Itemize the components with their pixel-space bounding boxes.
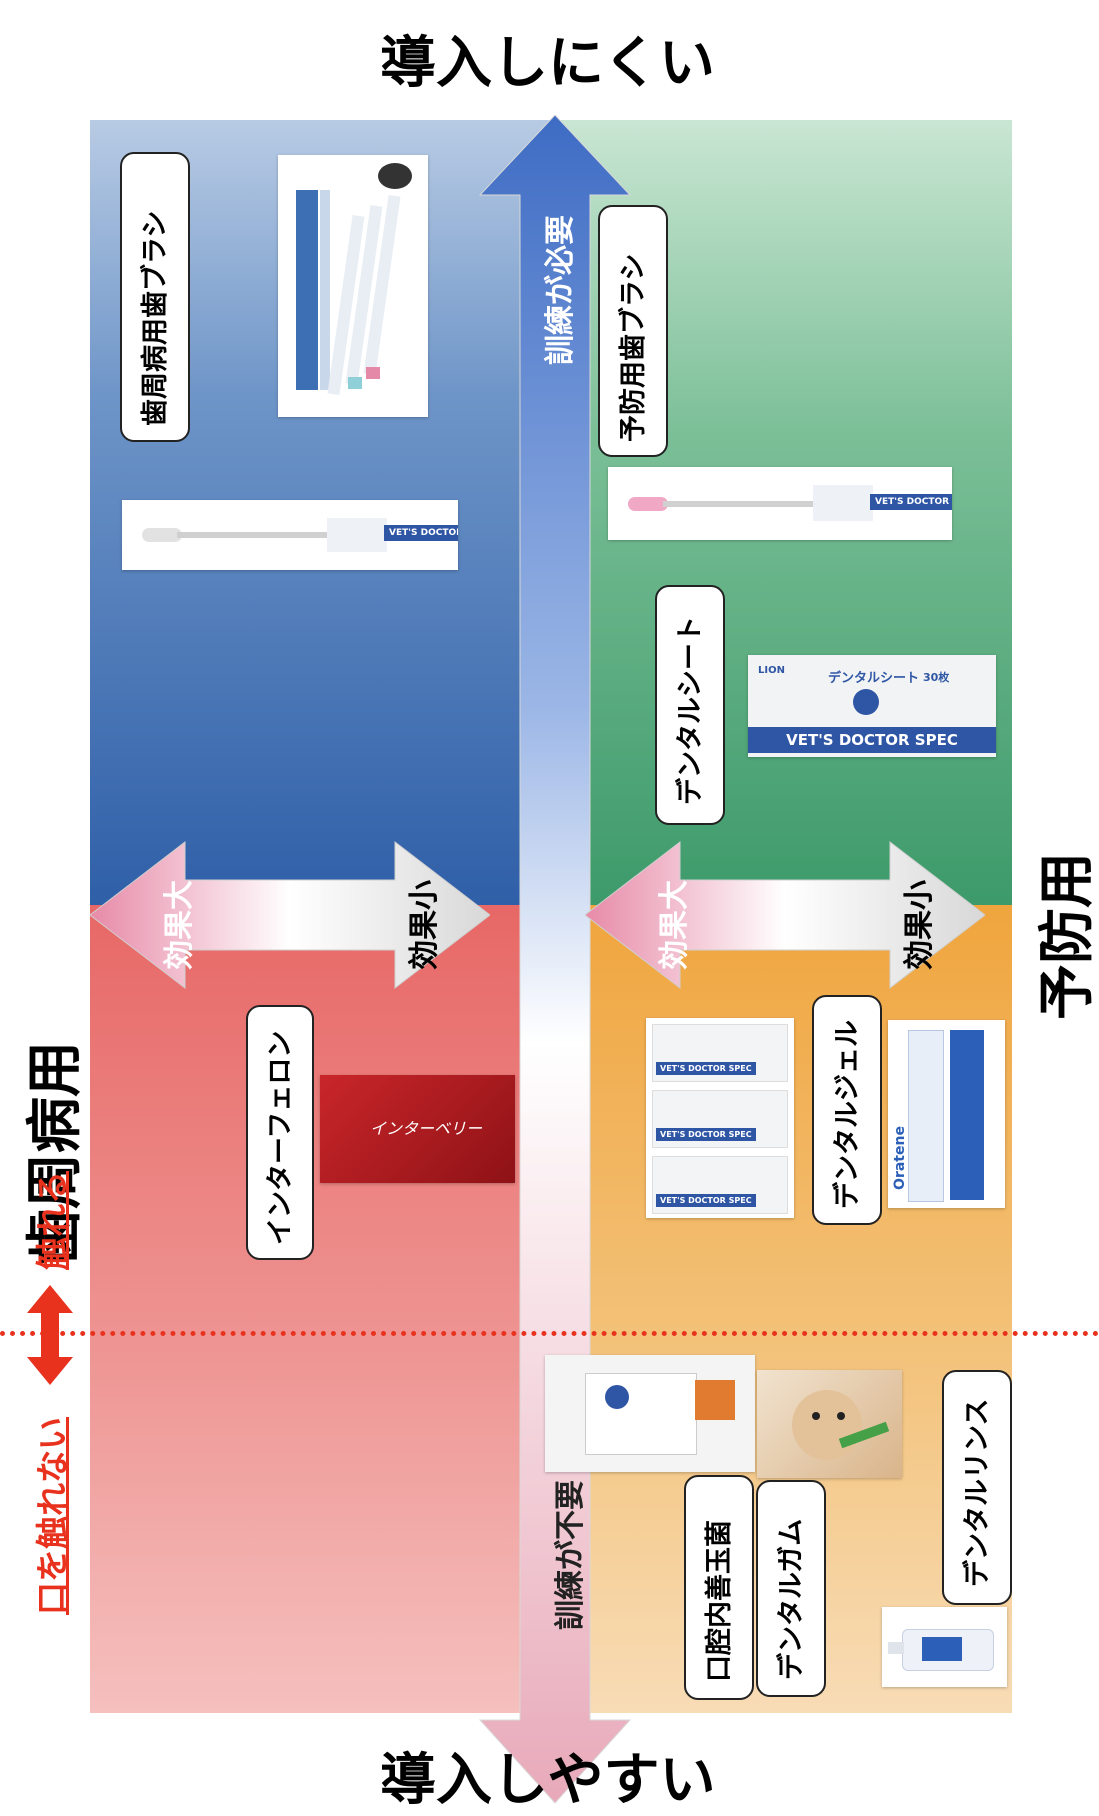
quadrant-periodontal-easy: [90, 905, 550, 1713]
axis-right-label: 予防用: [1035, 852, 1099, 1020]
product-dental-sheet-image: LION デンタルシート 30枚 VET'S DOCTOR SPEC: [748, 655, 996, 757]
label-dental-gel: デンタルジェル: [812, 995, 882, 1225]
training-not-required-label: 訓練が不要: [553, 1480, 588, 1630]
product-oratene-gel-image: Oratene: [888, 1020, 1005, 1208]
product-toothbrush-right-image: VET'S DOCTOR SPEC: [608, 467, 952, 540]
product-toothbrush-left-image: VET'S DOCTOR SPEC: [122, 500, 458, 570]
label-perio-toothbrush: 歯周病用歯ブラシ: [120, 152, 190, 442]
axis-top-label: 導入しにくい: [380, 31, 715, 96]
label-oral-probiotics: 口腔内善玉菌: [684, 1475, 754, 1700]
label-prevent-toothbrush: 予防用歯ブラシ: [598, 205, 668, 457]
effect-large-left: 効果大: [162, 880, 197, 970]
product-interferon-image: インターベリー: [320, 1075, 515, 1183]
effect-large-right: 効果大: [657, 880, 692, 970]
label-dental-gum: デンタルガム: [756, 1480, 826, 1697]
label-interferon: インターフェロン: [246, 1005, 314, 1260]
effect-small-right: 効果小: [902, 880, 937, 970]
product-perio-toothbrush-image: [278, 155, 428, 417]
label-dental-rinse: デンタルリンス: [942, 1370, 1012, 1605]
mouth-not-touch-label: 口を触れない: [33, 1417, 72, 1615]
product-dental-rinse-image: [882, 1607, 1007, 1687]
effect-small-left: 効果小: [407, 880, 442, 970]
effect-arrow-left: [90, 840, 490, 990]
axis-bottom-label: 導入しやすい: [380, 1748, 716, 1813]
mouth-double-arrow-icon: [27, 1285, 73, 1385]
mouth-divider-line: [0, 1331, 1099, 1336]
product-probiotics-pouch-image: [545, 1355, 755, 1472]
mouth-touch-label: 触れる: [33, 1171, 72, 1270]
label-dental-sheet: デンタルシート: [655, 585, 725, 825]
effect-arrow-right: [585, 840, 985, 990]
vertical-axis-arrow: [478, 115, 632, 1804]
product-dog-dental-gum-image: [757, 1370, 902, 1478]
training-required-label: 訓練が必要: [543, 215, 578, 365]
product-dental-gel-tubes-image: VET'S DOCTOR SPEC VET'S DOCTOR SPEC VET'…: [646, 1018, 794, 1218]
